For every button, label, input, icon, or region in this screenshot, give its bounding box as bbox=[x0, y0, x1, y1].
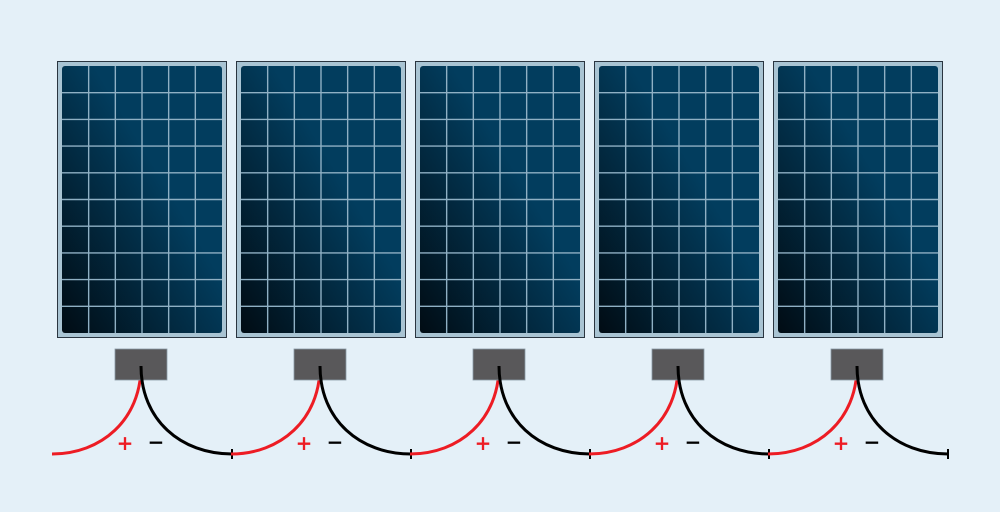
negative-terminal-label: − bbox=[685, 430, 702, 454]
positive-wire bbox=[230, 365, 322, 456]
negative-wire bbox=[139, 365, 233, 456]
solar-panel: +− bbox=[588, 61, 770, 459]
positive-wire bbox=[588, 365, 680, 456]
solar-panel: +− bbox=[51, 61, 233, 459]
positive-terminal-label: + bbox=[654, 431, 671, 455]
negative-terminal-label: − bbox=[506, 430, 523, 454]
solar-panel: +− bbox=[409, 61, 591, 459]
negative-wire bbox=[855, 365, 949, 456]
positive-terminal-label: + bbox=[833, 431, 850, 455]
negative-terminal-label: − bbox=[327, 430, 344, 454]
positive-terminal-label: + bbox=[296, 431, 313, 455]
negative-terminal-label: − bbox=[148, 430, 165, 454]
positive-terminal-label: + bbox=[475, 431, 492, 455]
solar-panel: +− bbox=[767, 61, 949, 459]
positive-wire bbox=[767, 365, 859, 456]
negative-wire bbox=[318, 365, 412, 456]
negative-wire bbox=[497, 365, 591, 456]
positive-wire bbox=[409, 365, 501, 456]
negative-wire bbox=[676, 365, 770, 456]
negative-terminal-label: − bbox=[864, 430, 881, 454]
positive-terminal-label: + bbox=[117, 431, 134, 455]
positive-wire bbox=[51, 365, 143, 456]
solar-panel: +− bbox=[230, 61, 412, 459]
